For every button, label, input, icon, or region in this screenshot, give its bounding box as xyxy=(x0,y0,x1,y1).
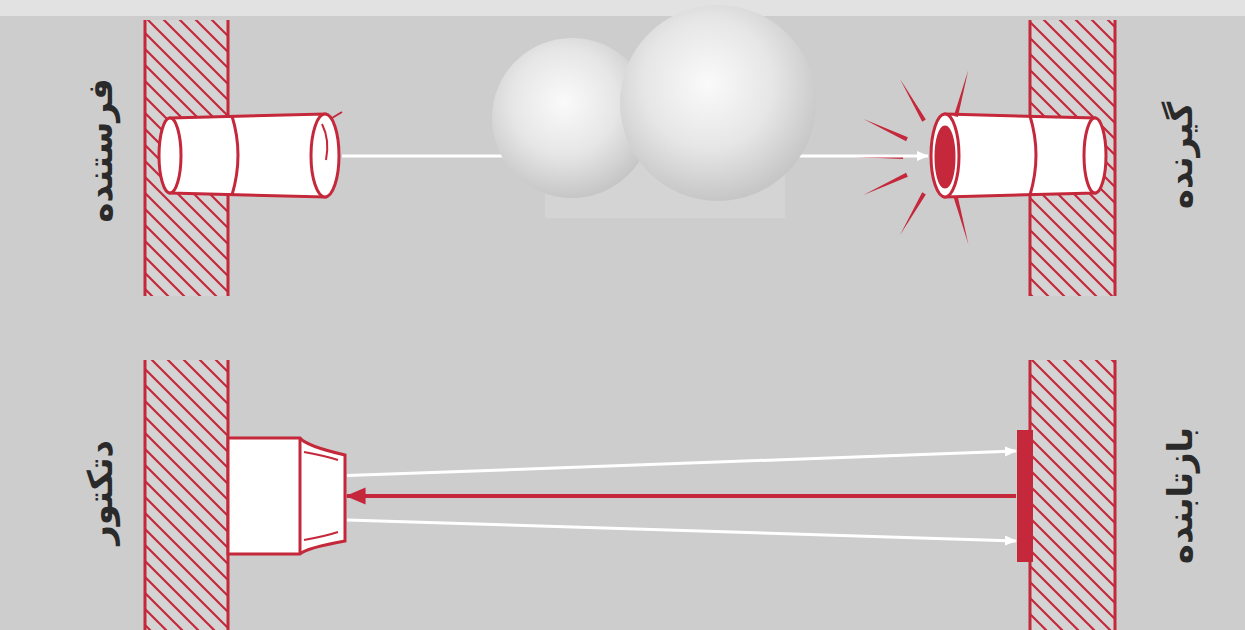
flash-ray xyxy=(954,70,968,117)
receiver: گیرنده xyxy=(928,112,1108,200)
flash-ray xyxy=(900,79,926,122)
flash-ray xyxy=(954,197,968,244)
detector xyxy=(228,438,345,554)
device-label: فرستنده xyxy=(80,78,121,222)
light-beam xyxy=(347,451,1016,475)
detector: دتکتور xyxy=(228,436,347,556)
sender-cylinder xyxy=(159,112,342,197)
light-beam xyxy=(347,520,1016,541)
transmitter: فرستنده xyxy=(156,112,342,200)
device-label: بازتابنده xyxy=(1160,426,1201,563)
top-band xyxy=(0,0,1245,16)
flash-ray xyxy=(863,173,907,195)
receiver-cylinder xyxy=(931,114,1106,197)
reflector: بازتابنده xyxy=(1016,428,1034,564)
flash-ray xyxy=(900,192,926,235)
flash-ray xyxy=(863,119,907,141)
device-label: گیرنده xyxy=(1160,101,1201,208)
reflector-plate xyxy=(1017,430,1033,562)
light-beam xyxy=(347,494,1016,498)
device-label: دتکتور xyxy=(79,440,120,545)
